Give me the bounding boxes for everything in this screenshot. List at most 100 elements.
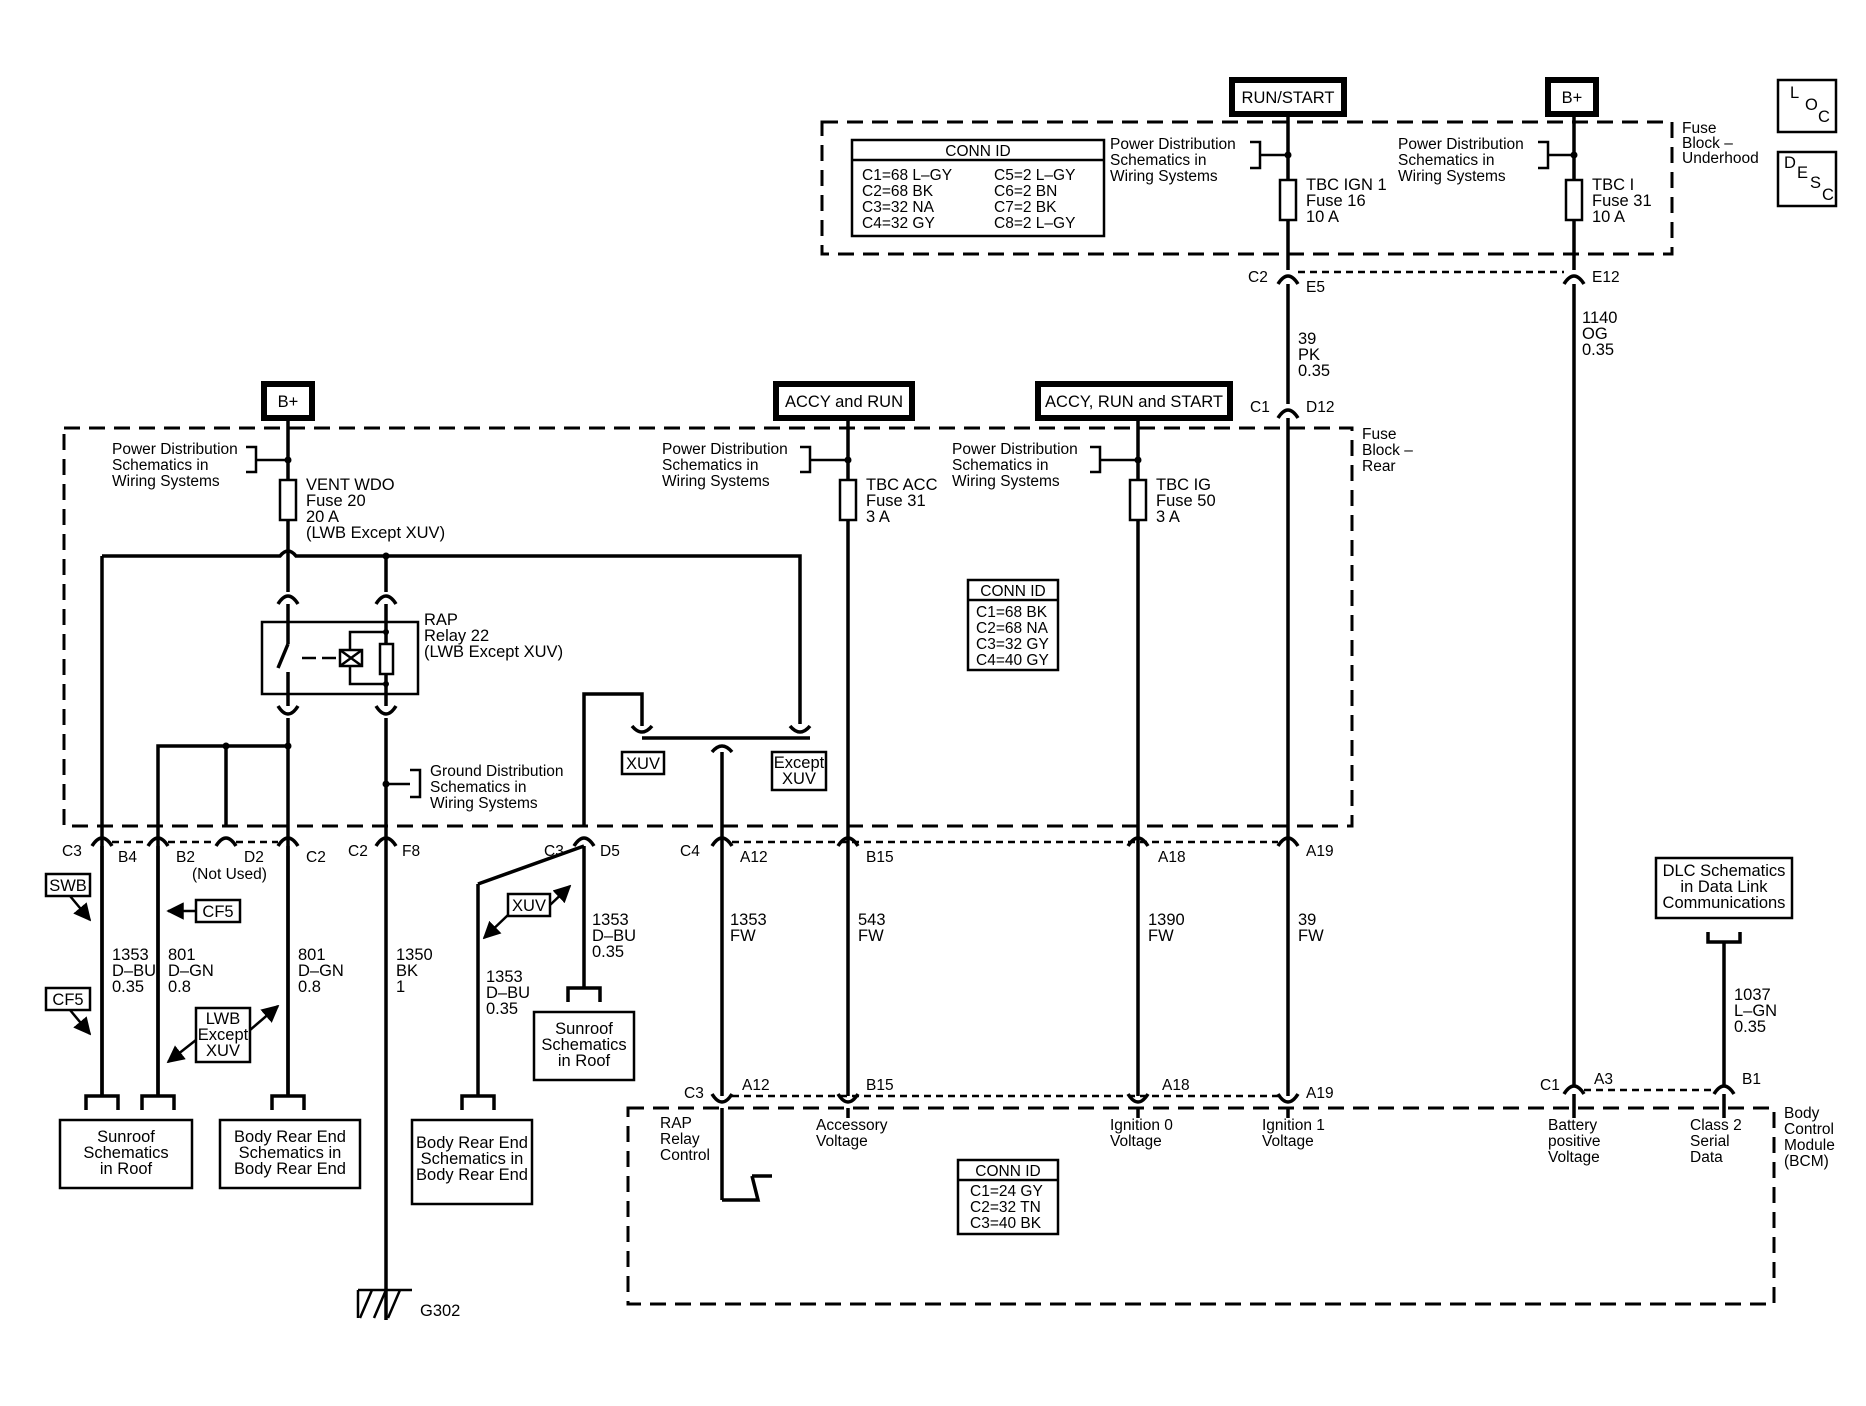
connector-c2-e5: C2 E5	[1248, 269, 1325, 296]
svg-text:Voltage: Voltage	[1110, 1133, 1162, 1150]
fuse-vent-wdo: VENT WDO Fuse 20 20 A (LWB Except XUV)	[278, 476, 445, 542]
svg-text:0.35: 0.35	[1298, 362, 1330, 380]
svg-text:in Roof: in Roof	[100, 1160, 153, 1178]
header-bplus-left: B+	[261, 381, 315, 421]
header-accy-run: ACCY and RUN	[773, 381, 915, 421]
svg-text:CF5: CF5	[52, 991, 83, 1009]
svg-text:C4: C4	[680, 843, 700, 860]
svg-text:in Roof: in Roof	[558, 1052, 611, 1070]
svg-text:Wiring Systems: Wiring Systems	[1110, 168, 1218, 185]
svg-text:C1: C1	[1540, 1077, 1560, 1094]
svg-text:Body Rear End: Body Rear End	[234, 1128, 346, 1146]
svg-text:Schematics in: Schematics in	[112, 457, 208, 474]
ref-body-rear-end-1[interactable]: Body Rear End Schematics in Body Rear En…	[218, 1094, 362, 1190]
svg-text:TBC IGN 1: TBC IGN 1	[1306, 176, 1387, 194]
svg-text:A18: A18	[1162, 1077, 1190, 1094]
svg-text:C8=2 L–GY: C8=2 L–GY	[994, 215, 1075, 232]
svg-text:39: 39	[1298, 911, 1316, 929]
svg-text:BK: BK	[396, 962, 418, 980]
wire-801-b2: 801 D–GN 0.8	[168, 946, 214, 996]
svg-text:B+: B+	[1562, 89, 1583, 107]
fuse-tbc-ig: TBC IG Fuse 50 3 A	[1128, 476, 1216, 526]
svg-text:B4: B4	[118, 849, 137, 866]
ref-dlc-schematics[interactable]: DLC Schematics in Data Link Communicatio…	[1654, 856, 1794, 944]
svg-text:FW: FW	[858, 927, 884, 945]
svg-text:39: 39	[1298, 330, 1316, 348]
svg-text:C3: C3	[684, 1085, 704, 1102]
wire-801-c2: 801 D–GN 0.8	[298, 946, 344, 996]
svg-text:Module: Module	[1784, 1137, 1835, 1154]
svg-text:L–GN: L–GN	[1734, 1002, 1777, 1020]
svg-text:Schematics in: Schematics in	[239, 1144, 342, 1162]
svg-text:D12: D12	[1306, 399, 1334, 416]
svg-text:3 A: 3 A	[866, 508, 890, 526]
svg-text:D–BU: D–BU	[486, 984, 530, 1002]
bcm-outline	[626, 1106, 1776, 1306]
svg-text:801: 801	[168, 946, 196, 964]
svg-text:C3=32 GY: C3=32 GY	[976, 636, 1049, 653]
svg-text:10 A: 10 A	[1592, 208, 1625, 226]
svg-text:E12: E12	[1592, 269, 1620, 286]
bcm-input-ignition1: Ignition 1 Voltage	[1262, 1117, 1325, 1150]
svg-text:Serial: Serial	[1690, 1133, 1730, 1150]
svg-text:CONN ID: CONN ID	[975, 1163, 1040, 1180]
svg-text:E: E	[1797, 164, 1808, 182]
svg-text:Wiring Systems: Wiring Systems	[952, 473, 1060, 490]
svg-text:E5: E5	[1306, 279, 1325, 296]
wire-1140-og: 1140 OG 0.35	[1582, 309, 1617, 359]
svg-text:Fuse: Fuse	[1362, 426, 1396, 443]
svg-text:Communications: Communications	[1663, 894, 1786, 912]
svg-text:C2=32 TN: C2=32 TN	[970, 1199, 1041, 1216]
svg-text:TBC I: TBC I	[1592, 176, 1634, 194]
loc-icon[interactable]: L O C	[1776, 78, 1838, 134]
svg-text:10 A: 10 A	[1306, 208, 1339, 226]
svg-text:C6=2 BN: C6=2 BN	[994, 183, 1057, 200]
svg-text:LWB: LWB	[206, 1010, 241, 1028]
power-distribution-ref-ig: Power Distribution Schematics in Wiring …	[952, 441, 1138, 490]
svg-text:CONN ID: CONN ID	[945, 143, 1010, 160]
fuse-block-underhood-outline	[820, 120, 1674, 256]
svg-text:in Data Link: in Data Link	[1680, 878, 1768, 896]
svg-text:Class 2: Class 2	[1690, 1117, 1742, 1134]
svg-text:Ground Distribution: Ground Distribution	[430, 763, 564, 780]
svg-text:C2: C2	[1248, 269, 1268, 286]
svg-text:PK: PK	[1298, 346, 1320, 364]
svg-text:D–GN: D–GN	[168, 962, 214, 980]
ref-sunroof-in-roof-2[interactable]: Sunroof Schematics in Roof	[532, 986, 636, 1082]
svg-text:C7=2 BK: C7=2 BK	[994, 199, 1057, 216]
ref-body-rear-end-2[interactable]: Body Rear End Schematics in Body Rear En…	[410, 1094, 534, 1206]
svg-text:D–BU: D–BU	[112, 962, 156, 980]
fuse-tbc-acc: TBC ACC Fuse 31 3 A	[838, 476, 938, 526]
svg-text:D–GN: D–GN	[298, 962, 344, 980]
svg-text:Block –: Block –	[1682, 135, 1733, 152]
svg-text:Ignition 1: Ignition 1	[1262, 1117, 1325, 1134]
svg-text:1390: 1390	[1148, 911, 1185, 929]
svg-text:C1=24 GY: C1=24 GY	[970, 1183, 1043, 1200]
ref-sunroof-in-roof[interactable]: Sunroof Schematics in Roof	[58, 1094, 194, 1190]
tag-lwb-except-xuv: LWB Except XUV	[166, 1004, 280, 1064]
svg-text:Wiring Systems: Wiring Systems	[430, 795, 538, 812]
svg-text:1350: 1350	[396, 946, 433, 964]
svg-text:Ignition 0: Ignition 0	[1110, 1117, 1173, 1134]
svg-text:B2: B2	[176, 849, 195, 866]
svg-text:Voltage: Voltage	[1548, 1149, 1600, 1166]
svg-text:B15: B15	[866, 1077, 894, 1094]
svg-text:ACCY and RUN: ACCY and RUN	[785, 393, 903, 411]
power-distribution-ref-1: Power Distribution Schematics in Wiring …	[1110, 136, 1288, 185]
svg-text:Power Distribution: Power Distribution	[1398, 136, 1524, 153]
desc-icon[interactable]: D E S C	[1776, 150, 1838, 208]
svg-text:A19: A19	[1306, 1085, 1334, 1102]
svg-text:Fuse 20: Fuse 20	[306, 492, 366, 510]
svg-text:1353: 1353	[592, 911, 629, 929]
svg-text:20 A: 20 A	[306, 508, 339, 526]
svg-text:1353: 1353	[730, 911, 767, 929]
svg-text:C1: C1	[1250, 399, 1270, 416]
svg-text:Fuse 50: Fuse 50	[1156, 492, 1216, 510]
svg-text:D2: D2	[244, 849, 264, 866]
bcm-input-battery: Battery positive Voltage	[1548, 1117, 1601, 1166]
svg-text:B1: B1	[1742, 1071, 1761, 1088]
svg-text:Block –: Block –	[1362, 442, 1413, 459]
svg-text:0.35: 0.35	[486, 1000, 518, 1018]
svg-text:C3=40 BK: C3=40 BK	[970, 1215, 1042, 1232]
wire-39-fw: 39 FW	[1298, 911, 1324, 945]
